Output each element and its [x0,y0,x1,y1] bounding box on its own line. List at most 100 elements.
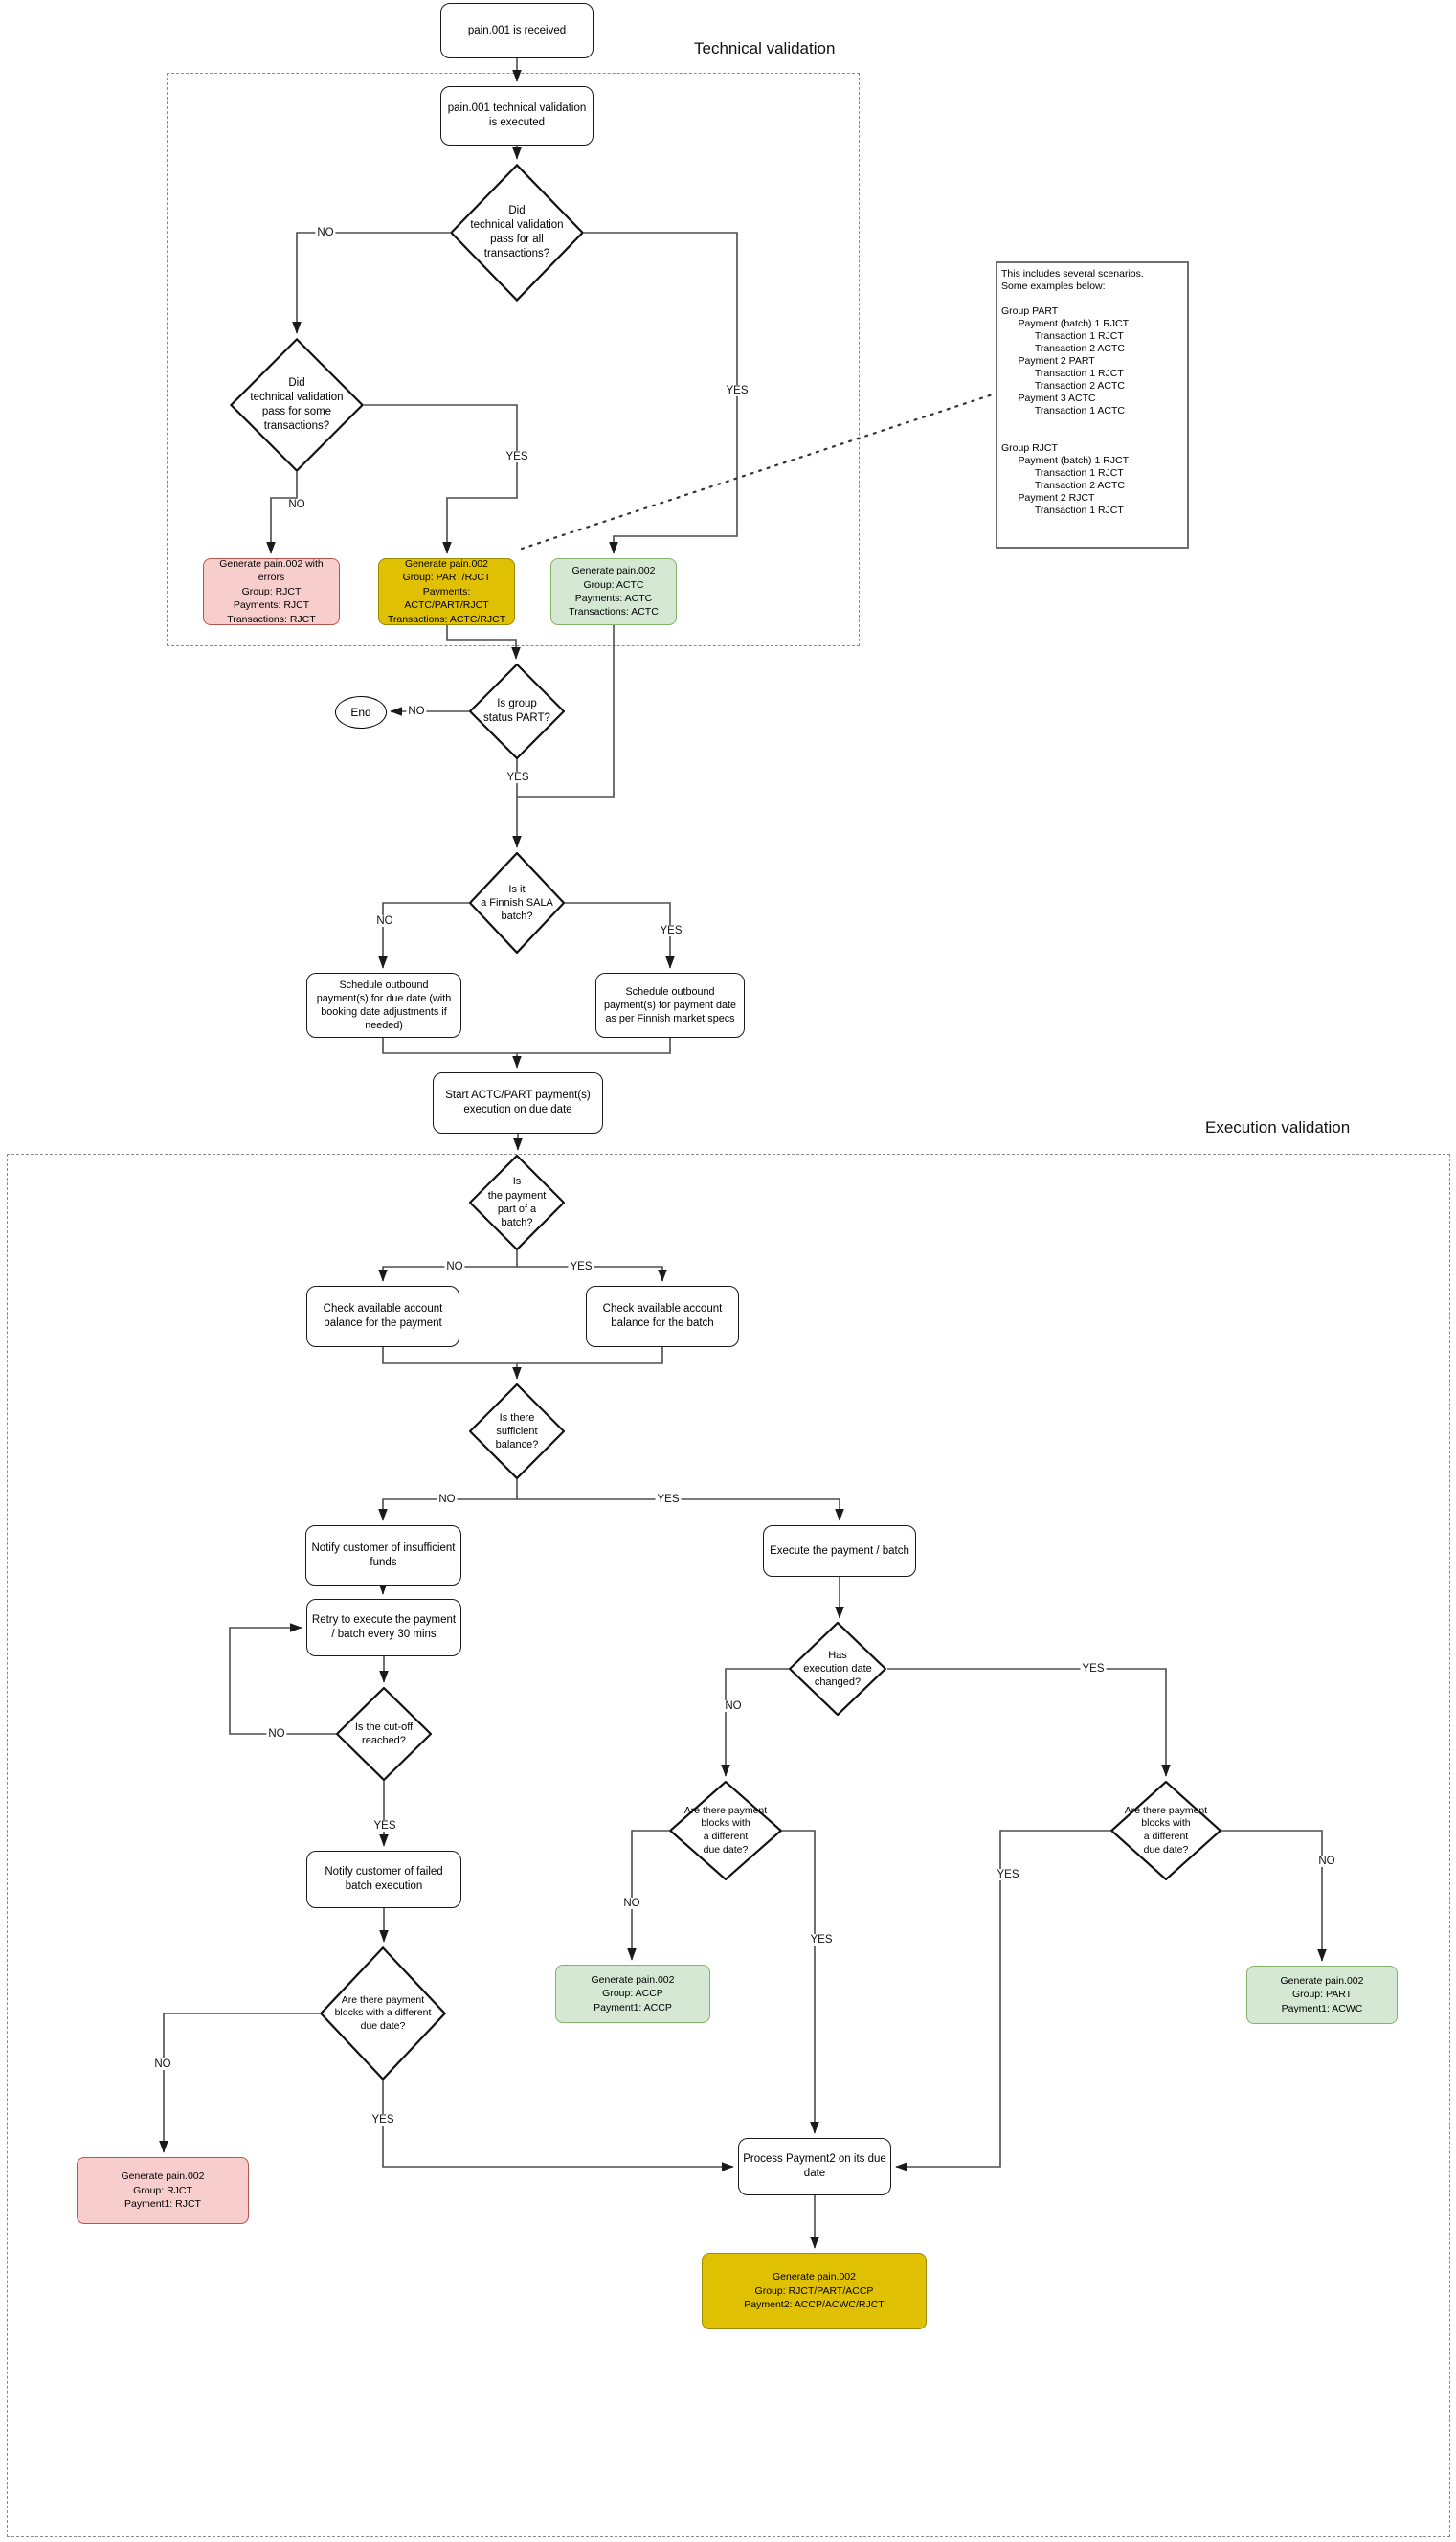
node-generate-pain002-final: Generate pain.002 Group: RJCT/PART/ACCP … [702,2253,927,2329]
edge-label-no: NO [406,706,427,717]
edge-dblocksmid-no [627,1830,669,1961]
node-label: Execute the payment / batch [770,1544,909,1557]
edge-ddate-no [721,1668,789,1777]
node-start-execution: Start ACTC/PART payment(s) execution on … [433,1072,603,1134]
decision-payment-blocks-left: Are there payment blocks with a differen… [320,1946,446,2081]
decision-label: Has execution date changed? [803,1649,872,1689]
decision-payment-blocks-right: Are there payment blocks with a differen… [1110,1781,1221,1880]
node-start-label: pain.001 is received [467,24,567,36]
edge-label-yes: YES [724,385,750,396]
decision-label: Is it a Finnish SALA batch? [481,883,553,923]
node-retry-every-30-mins: Retry to execute the payment / batch eve… [306,1599,461,1656]
edge-label-yes: YES [370,2114,396,2126]
edge-label-yes: YES [808,1934,835,1946]
edge-label-yes: YES [568,1261,594,1272]
edge-label-no: NO [437,1494,458,1505]
edge-label-no: NO [266,1728,287,1740]
decision-payment-part-of-batch: Is the payment part of a batch? [469,1155,565,1250]
node-label: Generate pain.002 Group: ACTC Payments: … [569,565,659,619]
node-label: Notify customer of failed batch executio… [325,1866,443,1892]
node-label: Check available account balance for the … [602,1303,723,1329]
decision-group-status-part: Is group status PART? [469,664,565,759]
decision-label: Are there payment blocks with a differen… [334,1993,432,2032]
decision-label: Did technical validation pass for some t… [250,377,344,432]
decision-label: Is the payment part of a batch? [487,1176,547,1229]
decision-label: Is group status PART? [483,698,550,724]
decision-finnish-sala-batch: Is it a Finnish SALA batch? [469,852,565,954]
edge-label-yes: YES [504,451,530,462]
node-check-balance-batch: Check available account balance for the … [586,1286,739,1347]
node-end: End [335,696,387,729]
decision-label: Are there payment blocks with a differen… [683,1804,768,1856]
node-label: Generate pain.002 Group: ACCP Payment1: … [591,1973,675,2013]
decision-execution-date-changed: Has execution date changed? [789,1622,886,1716]
node-process-payment2: Process Payment2 on its due date [738,2138,891,2195]
edge-checkbatch-join [517,1347,663,1364]
node-label: Generate pain.002 Group: PART Payment1: … [1280,1974,1364,2014]
edge-label-no: NO [1316,1856,1337,1867]
node-label: Notify customer of insufficient funds [311,1541,456,1568]
decision-pass-all-transactions: Did technical validation pass for all tr… [450,164,584,302]
node-label: Generate pain.002 Group: RJCT Payment1: … [121,2171,205,2211]
node-execute-payment-batch: Execute the payment / batch [763,1525,916,1577]
scenarios-note: This includes several scenarios. Some ex… [996,261,1189,549]
node-label: pain.001 technical validation is execute… [447,102,587,128]
edge-dall-yes [584,232,738,554]
edge-ddate-yes [887,1668,1171,1777]
node-label: Schedule outbound payment(s) for due dat… [316,979,452,1032]
decision-cutoff-reached: Is the cut-off reached? [336,1687,432,1781]
node-label: Generate pain.002 with errors Group: RJC… [219,557,324,625]
execution-validation-region [7,1154,1450,2537]
node-label: Check available account balance for the … [323,1303,443,1329]
node-generate-pain002-part: Generate pain.002 Group: PART/RJCT Payme… [378,558,515,625]
edge-label-no: NO [374,915,395,927]
edge-label-yes: YES [658,925,684,936]
edge-dbatch-yes [517,1266,667,1282]
edge-label-yes: YES [504,772,531,783]
edge-label-yes: YES [1080,1663,1107,1675]
node-label: Generate pain.002 Group: RJCT/PART/ACCP … [744,2271,885,2311]
edge-label-yes: YES [995,1869,1021,1880]
node-generate-pain002-rjct: Generate pain.002 Group: RJCT Payment1: … [77,2157,249,2224]
node-generate-pain002-accp: Generate pain.002 Group: ACCP Payment1: … [555,1965,710,2023]
decision-label: Did technical validation pass for all tr… [470,205,564,259]
decision-sufficient-balance: Is there sufficient balance? [469,1383,565,1479]
edge-label-no: NO [286,499,307,510]
edge-dblocksright-no [1221,1830,1327,1962]
edge-dall-no [292,232,450,334]
edge-label-no: NO [444,1261,465,1272]
node-check-balance-payment: Check available account balance for the … [306,1286,459,1347]
edge-checkpay-join [382,1347,517,1364]
edge-label-no: NO [621,1898,642,1909]
edge-genpart-dpart [446,625,521,660]
edge-genactc-join [517,625,615,798]
node-schedule-finnish: Schedule outbound payment(s) for payment… [595,973,745,1038]
node-start: pain.001 is received [440,3,594,58]
edge-label-yes: YES [655,1494,682,1505]
edge-dsala-no [378,902,469,969]
node-label: Schedule outbound payment(s) for payment… [603,985,737,1025]
node-notify-insufficient-funds: Notify customer of insufficient funds [305,1525,461,1586]
edge-dsome-yes [364,404,518,554]
node-label: Process Payment2 on its due date [743,2153,886,2179]
node-label: Retry to execute the payment / batch eve… [311,1614,457,1640]
node-generate-pain002-acwc: Generate pain.002 Group: PART Payment1: … [1246,1966,1398,2024]
decision-pass-some-transactions: Did technical validation pass for some t… [230,338,364,472]
node-generate-pain002-actc: Generate pain.002 Group: ACTC Payments: … [550,558,677,625]
decision-payment-blocks-mid: Are there payment blocks with a differen… [669,1781,782,1880]
edge-label-yes: YES [371,1820,398,1832]
decision-label: Is there sufficient balance? [495,1411,539,1451]
edge-label-no: NO [723,1700,744,1712]
technical-validation-title: Technical validation [694,39,836,57]
node-label: Start ACTC/PART payment(s) execution on … [445,1090,591,1115]
execution-validation-title: Execution validation [1205,1118,1351,1136]
edge-note-link [520,392,997,551]
edge-label-no: NO [315,227,336,238]
node-notify-failed-batch: Notify customer of failed batch executio… [306,1851,461,1908]
edge-dsala-yes [565,902,675,969]
edge-sched1-join [382,1038,517,1054]
node-label: Generate pain.002 Group: PART/RJCT Payme… [387,557,506,625]
edge-dblocksleft-no [159,2013,320,2153]
edge-dblocksleft-yes [382,2081,734,2171]
